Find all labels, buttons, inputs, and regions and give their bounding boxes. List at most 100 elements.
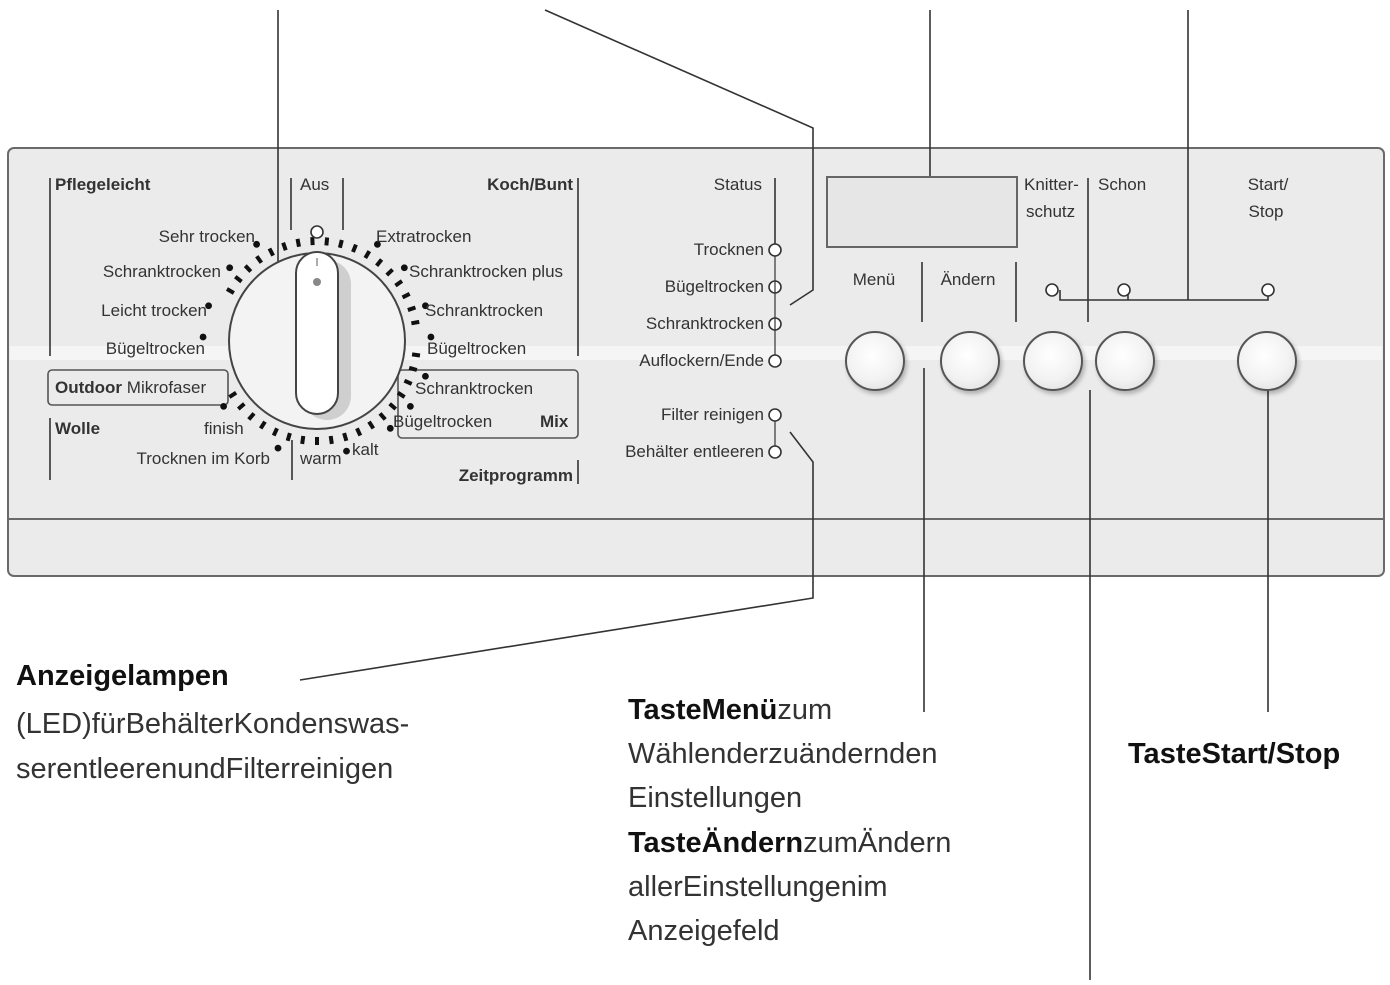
dial-tick bbox=[228, 391, 238, 399]
dial-tick bbox=[403, 378, 413, 386]
dial-tick bbox=[324, 237, 330, 246]
program-left-4: Bügeltrocken bbox=[105, 339, 205, 358]
dial-tick bbox=[401, 292, 411, 300]
group-outdoor-mikrofaser: Outdoor Mikrofaser bbox=[55, 379, 206, 396]
group-wolle: Wolle bbox=[55, 419, 101, 438]
group-mix: Mix bbox=[540, 412, 569, 431]
group-outdoor: Outdoor bbox=[55, 378, 123, 397]
dial-position-dot bbox=[386, 424, 394, 432]
schon-led bbox=[1117, 283, 1131, 297]
label-kalt: kalt bbox=[352, 440, 379, 459]
status-buegeltrocken: Bügeltrocken bbox=[664, 277, 764, 296]
menu-button[interactable] bbox=[845, 331, 905, 391]
dial-tick bbox=[271, 427, 279, 437]
dial-tick bbox=[234, 275, 243, 284]
knitterschutz-led bbox=[1045, 283, 1059, 297]
caption-aendern-rest: zumÄndern bbox=[803, 827, 952, 859]
start-label-2: Stop bbox=[1248, 202, 1284, 221]
group-aus: Aus bbox=[300, 175, 330, 194]
group-brackets bbox=[49, 178, 1089, 484]
caption-aendern-line2: allerEinstellungenim bbox=[628, 871, 888, 903]
dial-tick bbox=[411, 352, 421, 358]
dial-tick bbox=[295, 238, 301, 248]
dial-position-dot bbox=[205, 302, 212, 310]
dial-position-dot bbox=[253, 240, 260, 248]
dial-tick bbox=[410, 319, 420, 326]
dial-tick bbox=[225, 287, 235, 295]
dial-tick bbox=[407, 305, 417, 312]
dial-tick bbox=[236, 402, 246, 411]
start-led bbox=[1261, 283, 1275, 297]
status-trocknen: Trocknen bbox=[693, 240, 764, 259]
program-right-4: Bügeltrocken bbox=[427, 339, 527, 358]
control-panel bbox=[7, 147, 1385, 577]
dial-position-dot bbox=[422, 302, 429, 310]
label-trocknen-im-korb: Trocknen im Korb bbox=[136, 449, 270, 468]
knitterschutz-label-2: schutz bbox=[1026, 202, 1076, 221]
program-right-1: Extratrocken bbox=[376, 227, 472, 246]
caption-menu-line1: TasteMenüzum bbox=[628, 696, 832, 725]
dial-tick bbox=[247, 412, 256, 421]
group-koch-bunt: Koch/Bunt bbox=[487, 175, 573, 194]
caption-aendern-bold: TasteÄndern bbox=[628, 827, 804, 859]
start-stop-button[interactable] bbox=[1237, 331, 1297, 391]
button-leds bbox=[1045, 283, 1275, 297]
dial-tick bbox=[285, 432, 292, 442]
label-finish: finish bbox=[204, 419, 244, 438]
dial-grip[interactable] bbox=[295, 251, 339, 415]
status-filter-reinigen: Filter reinigen bbox=[661, 405, 764, 424]
status-title: Status bbox=[713, 175, 762, 194]
program-mix-1: Schranktrocken bbox=[415, 379, 534, 398]
group-pflegeleicht: Pflegeleicht bbox=[55, 175, 151, 194]
program-right-3: Schranktrocken bbox=[425, 301, 544, 320]
group-mikrofaser: Mikrofaser bbox=[126, 378, 207, 397]
knitterschutz-button[interactable] bbox=[1023, 331, 1083, 391]
caption-menu-line3: Einstellungen bbox=[628, 782, 803, 814]
dial-position-dot bbox=[374, 240, 381, 248]
outdoor-box bbox=[47, 369, 229, 406]
aendern-button[interactable] bbox=[940, 331, 1000, 391]
behaelter-entleeren-led bbox=[768, 445, 782, 459]
status-behaelter-entleeren: Behälter entleeren bbox=[625, 442, 764, 461]
program-left-3: Leicht trocken bbox=[101, 301, 207, 320]
dial-tick bbox=[281, 242, 288, 251]
dial-tick bbox=[388, 402, 398, 411]
status-schranktrocken: Schranktrocken bbox=[645, 314, 764, 333]
aendern-button-label: Ändern bbox=[940, 270, 996, 289]
dial-aus-marker bbox=[310, 225, 324, 239]
dial-tick bbox=[351, 243, 358, 253]
dial-tick bbox=[342, 432, 349, 442]
dial-tick bbox=[394, 279, 404, 288]
dial-tick bbox=[243, 264, 253, 273]
program-right-2: Schranktrocken plus bbox=[409, 262, 564, 281]
dial-position-dot bbox=[406, 402, 414, 410]
filter-reinigen-led bbox=[768, 408, 782, 422]
caption-menu-rest1: zum bbox=[777, 694, 833, 726]
dial-tick bbox=[300, 435, 306, 445]
dial-tick bbox=[258, 420, 267, 430]
dial-tick bbox=[355, 427, 363, 437]
dial-position-dot bbox=[226, 264, 234, 272]
caption-aendern-line1: TasteÄndernzumÄndern bbox=[628, 829, 951, 858]
schon-label: Schon bbox=[1098, 175, 1147, 194]
start-label-1: Start/ bbox=[1247, 175, 1289, 194]
dial-tick bbox=[255, 255, 264, 264]
dial-tick bbox=[363, 250, 372, 260]
trocknen-led bbox=[768, 243, 782, 257]
dial-position-dot bbox=[220, 402, 228, 410]
program-left-2: Schranktrocken bbox=[102, 262, 221, 281]
dial-tick bbox=[408, 365, 418, 372]
dial-position-dot bbox=[343, 447, 350, 455]
caption-menu-bold1: TasteMenü bbox=[628, 694, 778, 726]
dial-tick bbox=[378, 412, 387, 421]
dial-tick bbox=[396, 391, 406, 399]
caption-anzeigelampen-line1: (LED)fürBehälterKondenswas- bbox=[16, 708, 410, 740]
group-zeitprogramm: Zeitprogramm bbox=[458, 466, 573, 485]
caption-anzeigelampen-line2: serentleerenundFilterreinigen bbox=[16, 753, 394, 785]
dial-position-dot bbox=[400, 264, 408, 272]
status-auflockern-ende: Auflockern/Ende bbox=[639, 351, 764, 370]
schon-button[interactable] bbox=[1095, 331, 1155, 391]
status-leds bbox=[768, 243, 782, 459]
mix-box bbox=[397, 369, 579, 439]
label-warm: warm bbox=[300, 449, 342, 468]
